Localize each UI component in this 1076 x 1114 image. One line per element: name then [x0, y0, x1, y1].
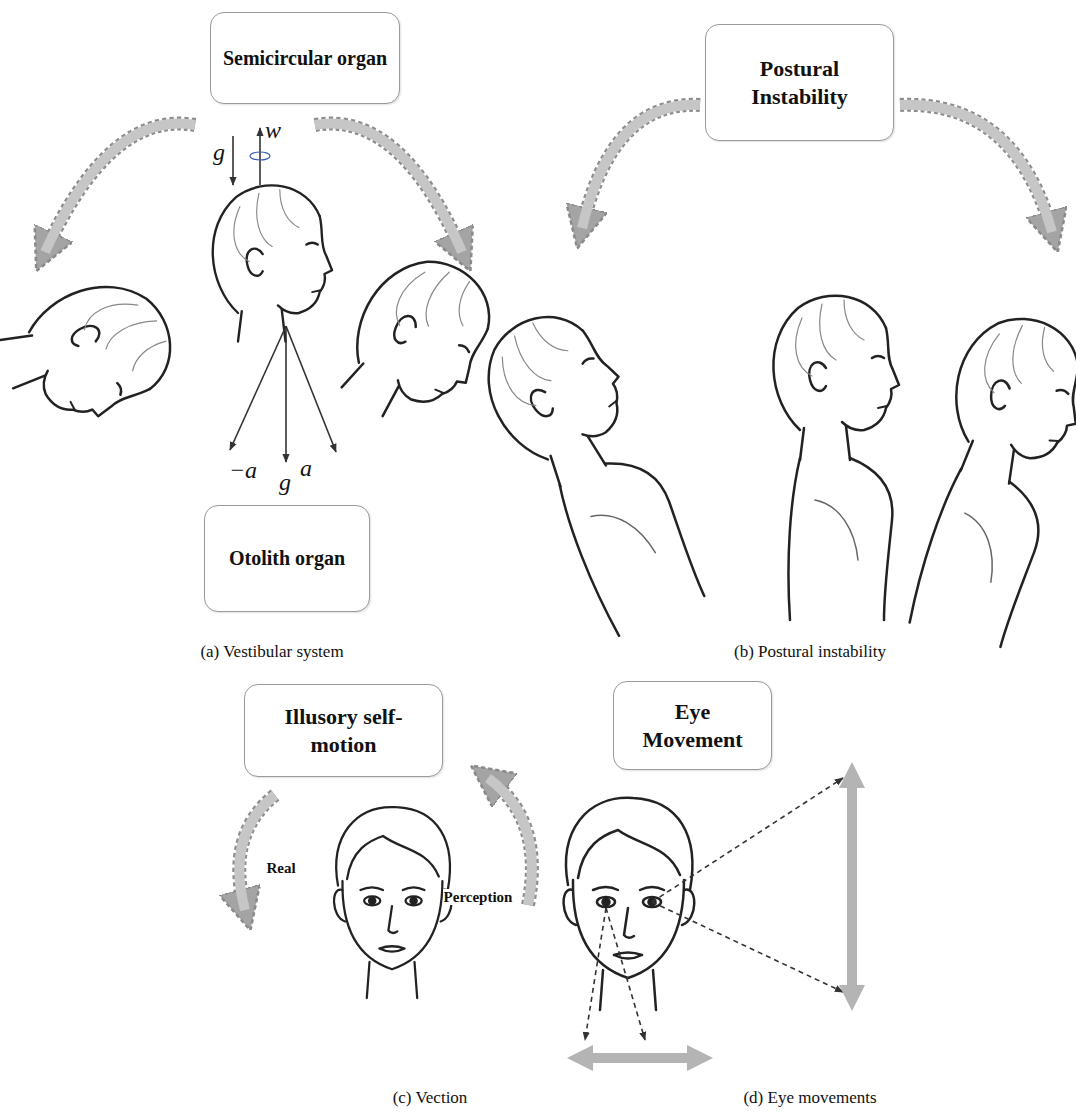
vestibular-heads: [0, 185, 517, 444]
head-tilt-arrows: [315, 124, 462, 252]
panel-caption: (b) Postural instability: [733, 643, 887, 662]
vestibular-heads: [213, 185, 332, 341]
vector-label: g: [278, 469, 292, 495]
head-tilt-arrows: [45, 124, 195, 252]
eye-face: [564, 798, 695, 1010]
sway-arrows: [900, 105, 1052, 232]
head-tilt-arrows: [45, 124, 462, 252]
vection-arrows: [239, 795, 275, 910]
gaze-lines: [585, 778, 843, 1040]
label-box: Illusory self-motion: [244, 684, 443, 777]
posture-figures: [467, 296, 718, 643]
label-box: Otolith organ: [204, 505, 370, 612]
sway-arrows: [900, 105, 1052, 232]
box-title: Postural Instability: [716, 55, 883, 110]
vector-label: a: [299, 455, 313, 481]
motion-tag: Real: [265, 860, 296, 877]
vection-face: [334, 807, 452, 998]
vector-label: −a: [228, 457, 258, 483]
vection-arrows: [488, 778, 532, 905]
vector-label: w: [264, 117, 282, 143]
vector-label: g: [212, 139, 226, 165]
vection-arrows: [239, 778, 532, 910]
vection-face: [334, 807, 452, 998]
motion-tag: Perception: [443, 889, 514, 906]
panel-caption: (c) Vection: [392, 1089, 469, 1108]
gaze-lines: [606, 908, 645, 1040]
force-vectors: [285, 326, 287, 462]
saccade-arrows: [580, 1053, 700, 1063]
panel-caption: (a) Vestibular system: [199, 643, 344, 662]
saccade-arrows: [580, 775, 852, 1058]
gaze-lines: [652, 902, 843, 992]
head-tilt-arrows: [45, 124, 195, 252]
vestibular-heads: [320, 238, 517, 445]
saccade-arrows: [847, 775, 857, 998]
force-vectors: [286, 326, 336, 452]
box-title: Otolith organ: [229, 546, 345, 571]
force-vectors: [232, 136, 234, 185]
label-box: Semicircular organ: [210, 12, 400, 104]
force-vectors: [250, 152, 270, 160]
head-tilt-arrows: [315, 124, 462, 252]
force-vectors: [230, 326, 286, 450]
box-title: Semicircular organ: [223, 46, 387, 71]
vection-arrows: [488, 778, 532, 905]
label-box: Postural Instability: [705, 24, 894, 141]
box-title: Eye Movement: [624, 698, 761, 753]
panel-caption: (d) Eye movements: [742, 1089, 877, 1108]
eye-face: [564, 798, 695, 1010]
label-box: Eye Movement: [613, 681, 772, 770]
posture-figures: [773, 296, 899, 620]
box-title: Illusory self-motion: [255, 703, 432, 758]
vection-arrows: [239, 795, 275, 910]
sway-arrows: [582, 105, 700, 228]
force-vectors: [230, 128, 336, 462]
gaze-lines: [652, 778, 843, 902]
posture-figures: [894, 305, 1076, 651]
sway-arrows: [582, 105, 700, 228]
gaze-lines: [585, 908, 606, 1040]
posture-figures: [467, 296, 1076, 651]
vestibular-heads: [0, 272, 184, 436]
force-vectors: [259, 128, 261, 185]
